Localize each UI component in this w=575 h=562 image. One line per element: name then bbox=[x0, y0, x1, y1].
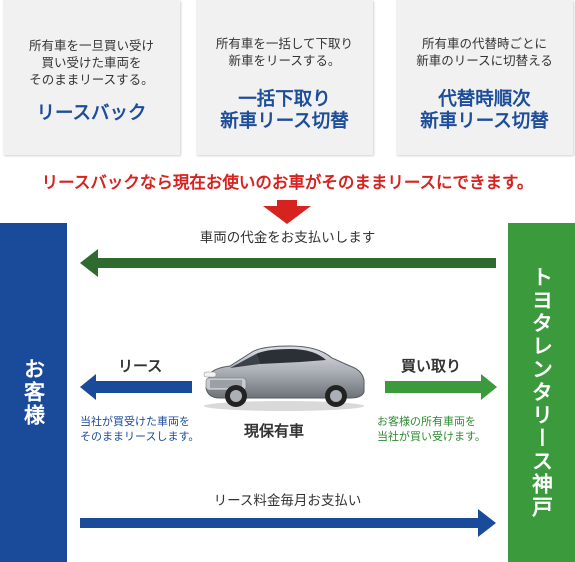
card-title: 一括下取り 新車リース切替 bbox=[220, 89, 349, 132]
card-title: 代替時順次 新車リース切替 bbox=[420, 89, 549, 132]
car-label: 現保有車 bbox=[244, 422, 305, 440]
card-bulk-tradein: 所有車を一括して下取り 新車をリースする。 一括下取り 新車リース切替 bbox=[196, 0, 373, 155]
customer-label: お客様 bbox=[21, 358, 46, 427]
buy-arrow-icon bbox=[385, 374, 497, 400]
monthly-payment-arrow-icon bbox=[80, 509, 496, 537]
card-description: 所有車を一括して下取り 新車をリースする。 bbox=[215, 36, 354, 68]
card-sequential-replacement: 所有車の代替時ごとに 新車のリースに切替える 代替時順次 新車リース切替 bbox=[396, 0, 573, 155]
buy-label: 買い取り bbox=[401, 357, 462, 375]
buy-note: お客様の所有車両を 当社が買い受けます。 bbox=[377, 415, 486, 443]
company-box: トヨタレンタリース神戸 bbox=[508, 223, 575, 562]
payment-arrow-icon bbox=[80, 249, 496, 277]
customer-box: お客様 bbox=[0, 223, 67, 562]
car-icon bbox=[203, 345, 365, 411]
monthly-payment-label: リース料金毎月お支払い bbox=[213, 493, 362, 509]
lease-arrow-icon bbox=[80, 374, 192, 400]
headline: リースバックなら現在お使いのお車がそのままリースにできます。 bbox=[41, 173, 534, 192]
payment-label: 車両の代金をお支払いします bbox=[199, 230, 376, 246]
card-leaseback: 所有車を一旦買い受け 買い受けた車両を そのままリースする。 リースバック bbox=[3, 0, 180, 155]
company-label: トヨタレンタリース神戸 bbox=[529, 266, 554, 519]
card-description: 所有車の代替時ごとに 新車のリースに切替える bbox=[416, 36, 553, 68]
card-title: リースバック bbox=[36, 103, 147, 124]
down-arrow-icon bbox=[263, 200, 311, 224]
lease-label: リース bbox=[118, 357, 163, 375]
lease-note: 当社が買受けた車両を そのままリースします。 bbox=[80, 415, 200, 443]
card-description: 所有車を一旦買い受け 買い受けた車両を そのままリースする。 bbox=[28, 38, 154, 87]
